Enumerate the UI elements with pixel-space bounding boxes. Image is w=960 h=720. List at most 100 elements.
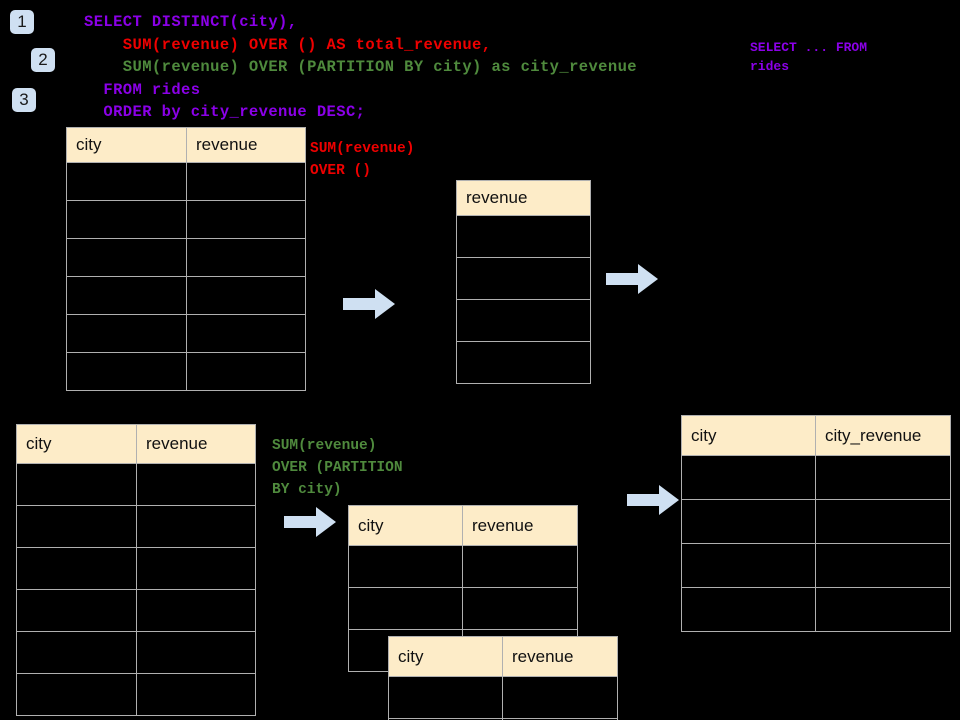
annotation-city-revenue-line3: BY city) xyxy=(272,482,342,498)
table-header-row: city city_revenue xyxy=(681,415,951,456)
column-header-revenue: revenue xyxy=(136,424,256,464)
result-table: city city_revenue xyxy=(681,415,951,632)
table-row xyxy=(456,257,591,300)
annotation-total-revenue-line2: OVER () xyxy=(310,163,371,179)
cell-city xyxy=(66,238,187,277)
table-row xyxy=(16,463,256,506)
sql-line-total-revenue: SUM(revenue) OVER () AS total_revenue, xyxy=(84,36,492,54)
table-row xyxy=(681,499,951,544)
sql-line-order-by: ORDER by city_revenue DESC; xyxy=(84,103,366,121)
table-row xyxy=(681,455,951,500)
table-row xyxy=(456,215,591,258)
cell-city xyxy=(16,463,137,506)
step-badge-1: 1 xyxy=(10,10,34,34)
table-row xyxy=(16,673,256,716)
table-row xyxy=(16,547,256,590)
table-header-row: city revenue xyxy=(66,127,306,163)
table-row xyxy=(16,631,256,674)
sql-line-select: SELECT DISTINCT(city), xyxy=(84,13,298,31)
rides-source-table-top: city revenue xyxy=(66,127,306,391)
column-header-revenue: revenue xyxy=(462,505,578,546)
rides-source-table-bottom: city revenue xyxy=(16,424,256,716)
table-row xyxy=(388,718,618,720)
table-row xyxy=(66,200,306,239)
table-row xyxy=(348,545,578,588)
table-row xyxy=(66,162,306,201)
annotation-city-revenue-line1: SUM(revenue) xyxy=(272,438,377,454)
cell-city xyxy=(681,587,816,632)
snippet-select-from-line1: SELECT ... FROM xyxy=(750,40,868,55)
column-header-city: city xyxy=(388,636,503,677)
cell-city xyxy=(388,676,503,719)
table-row xyxy=(16,505,256,548)
cell-city xyxy=(348,545,463,588)
arrow-rides-to-total-revenue xyxy=(343,289,395,319)
column-header-revenue: revenue xyxy=(186,127,306,163)
cell-revenue xyxy=(502,718,618,720)
column-header-revenue: revenue xyxy=(456,180,591,216)
cell-city xyxy=(16,505,137,548)
step-badge-2: 2 xyxy=(31,48,55,72)
arrow-total-revenue-to-result xyxy=(606,264,658,294)
table-row xyxy=(16,589,256,632)
column-header-city: city xyxy=(16,424,137,464)
cell-revenue xyxy=(186,276,306,315)
table-row xyxy=(456,299,591,342)
table-row xyxy=(66,314,306,353)
cell-city xyxy=(66,352,187,391)
cell-city xyxy=(66,276,187,315)
step-badge-3: 3 xyxy=(12,88,36,112)
cell-city xyxy=(16,547,137,590)
column-header-city: city xyxy=(348,505,463,546)
arrow-partition-to-result xyxy=(627,485,679,515)
cell-city xyxy=(66,314,187,353)
cell-revenue xyxy=(502,676,618,719)
cell-revenue xyxy=(136,673,256,716)
cell-revenue xyxy=(186,352,306,391)
table-row xyxy=(388,676,618,719)
sql-line-city-revenue: SUM(revenue) OVER (PARTITION BY city) as… xyxy=(84,58,637,76)
table-row xyxy=(681,543,951,588)
table-row xyxy=(66,238,306,277)
cell-city xyxy=(16,673,137,716)
cell-city-revenue xyxy=(815,499,951,544)
partition-group-table-front: city revenue xyxy=(388,636,618,720)
cell-city-revenue xyxy=(815,455,951,500)
cell-revenue xyxy=(186,162,306,201)
table-row xyxy=(681,587,951,632)
snippet-select-from-line2: rides xyxy=(750,59,790,74)
arrow-rides-to-partition xyxy=(284,507,336,537)
cell-city xyxy=(66,162,187,201)
table-header-row: city revenue xyxy=(16,424,256,464)
column-header-city-revenue: city_revenue xyxy=(815,415,951,456)
cell-revenue xyxy=(456,341,591,384)
cell-revenue xyxy=(136,589,256,632)
table-row xyxy=(348,587,578,630)
cell-revenue xyxy=(136,547,256,590)
cell-city xyxy=(16,631,137,674)
total-revenue-table: revenue xyxy=(456,180,591,384)
cell-revenue xyxy=(136,463,256,506)
cell-revenue xyxy=(186,200,306,239)
cell-revenue xyxy=(186,314,306,353)
table-header-row: city revenue xyxy=(348,505,578,546)
table-row xyxy=(456,341,591,384)
sql-line-from: FROM rides xyxy=(84,81,201,99)
table-header-row: revenue xyxy=(456,180,591,216)
cell-revenue xyxy=(456,299,591,342)
cell-city xyxy=(681,543,816,588)
column-header-revenue: revenue xyxy=(502,636,618,677)
cell-city xyxy=(66,200,187,239)
cell-revenue xyxy=(456,257,591,300)
cell-revenue xyxy=(456,215,591,258)
cell-city xyxy=(681,499,816,544)
cell-city xyxy=(348,587,463,630)
annotation-total-revenue-line1: SUM(revenue) xyxy=(310,141,415,157)
annotation-city-revenue-line2: OVER (PARTITION xyxy=(272,460,403,476)
cell-city xyxy=(681,455,816,500)
cell-revenue xyxy=(186,238,306,277)
table-row xyxy=(66,276,306,315)
cell-revenue xyxy=(136,631,256,674)
table-header-row: city revenue xyxy=(388,636,618,677)
